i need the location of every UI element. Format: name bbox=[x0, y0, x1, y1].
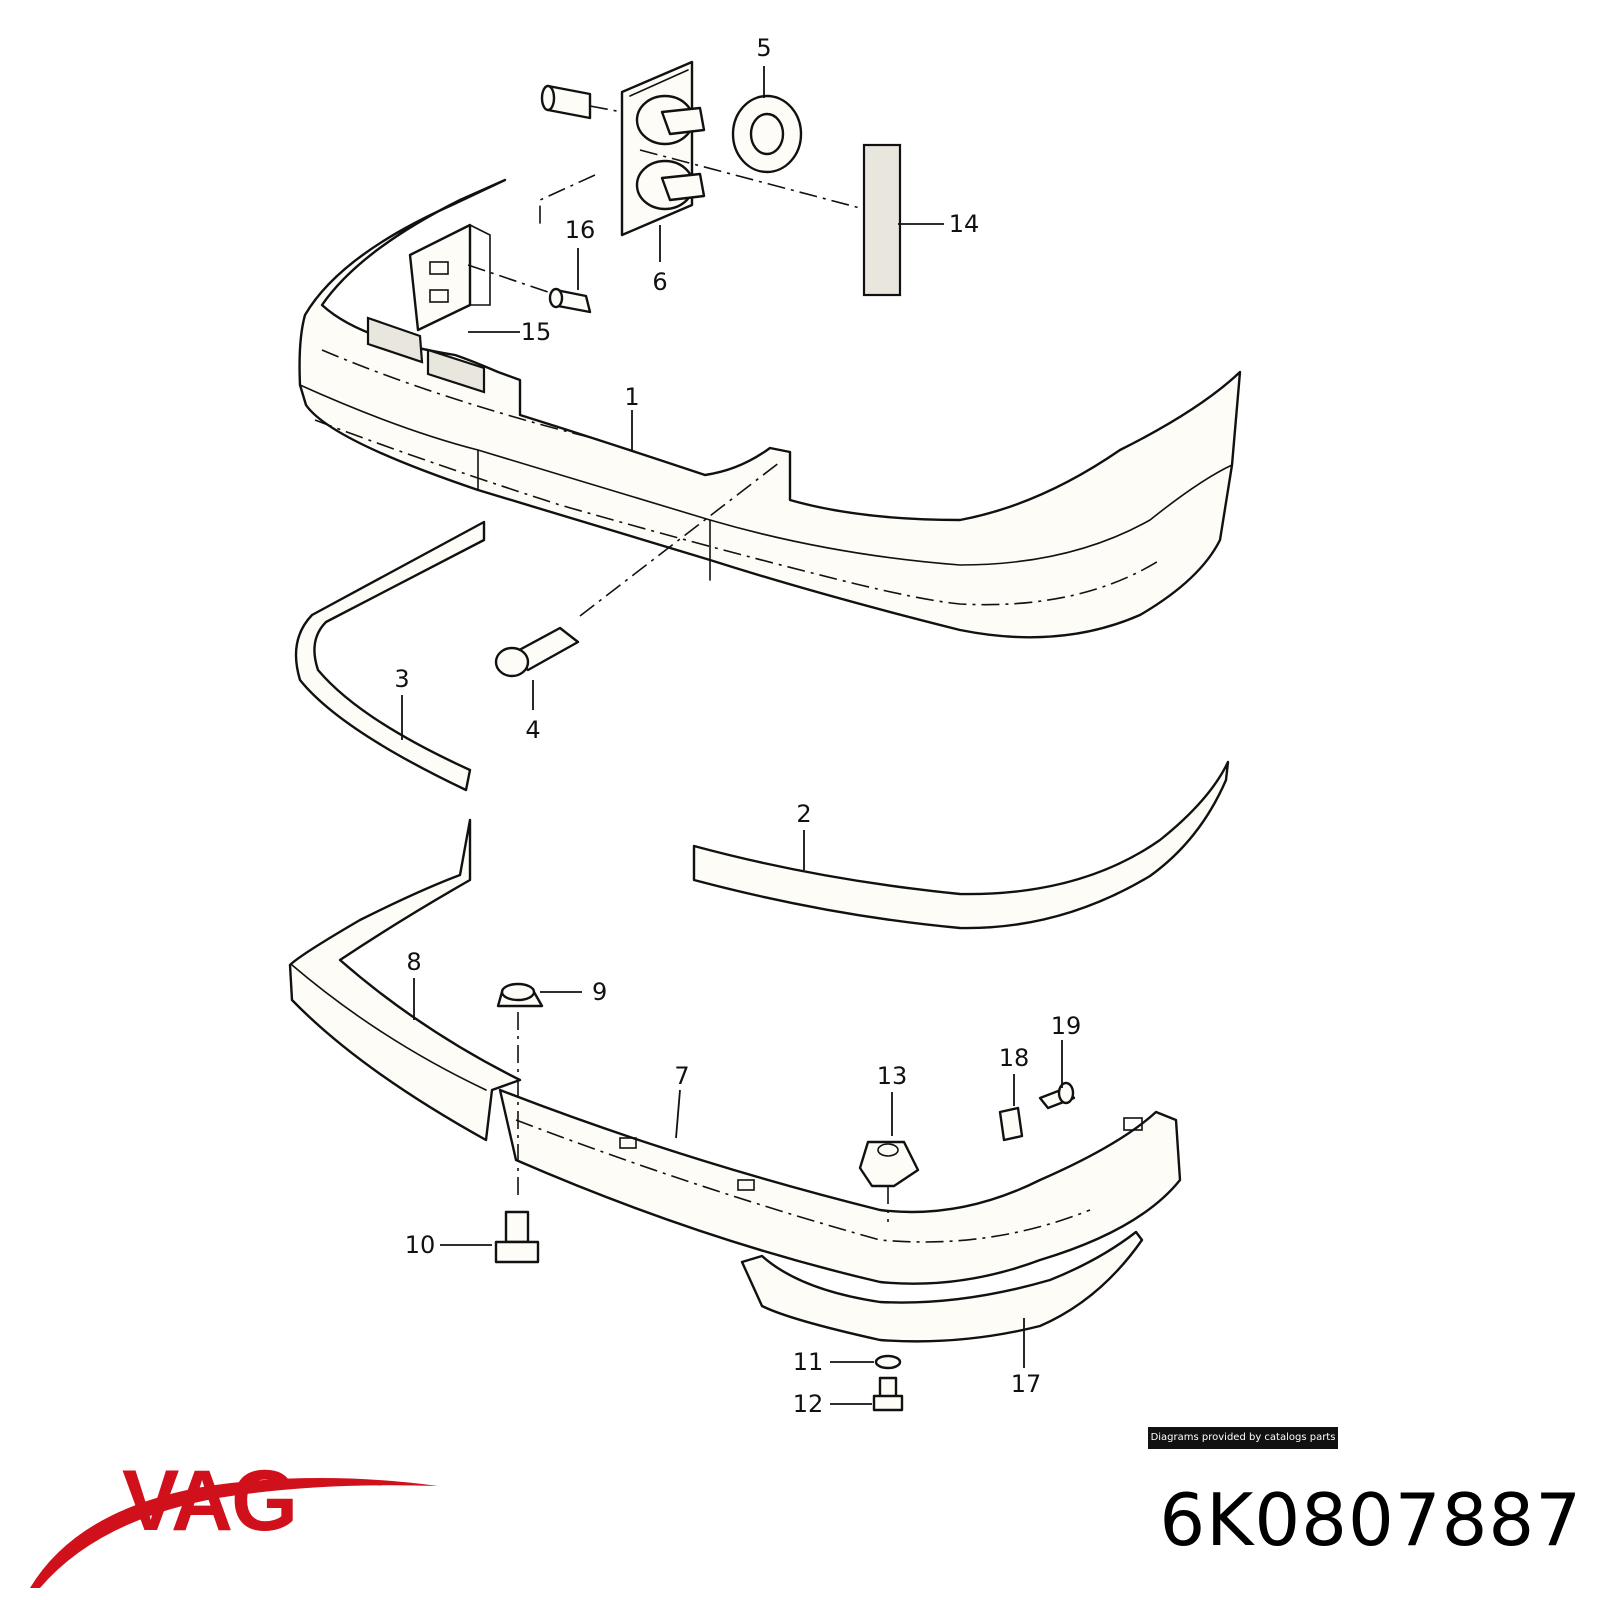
callout-6: 6 bbox=[652, 268, 667, 296]
callout-2: 2 bbox=[796, 800, 811, 828]
callout-15: 15 bbox=[521, 318, 552, 346]
screw-19 bbox=[1038, 1081, 1076, 1110]
vag-logo: VAG bbox=[30, 1453, 438, 1588]
bolt-10 bbox=[494, 1210, 540, 1264]
callout-13: 13 bbox=[877, 1062, 908, 1090]
callout-8: 8 bbox=[406, 948, 421, 976]
nut-9 bbox=[496, 982, 544, 1200]
bolt-4 bbox=[494, 461, 781, 678]
callout-14: 14 bbox=[949, 210, 980, 238]
trim-strip-left bbox=[294, 520, 486, 792]
clip-nut bbox=[858, 1140, 920, 1222]
deflector bbox=[740, 1230, 1144, 1343]
washer bbox=[731, 94, 803, 174]
clip-18 bbox=[998, 1106, 1024, 1142]
bolt-12 bbox=[872, 1376, 904, 1412]
callout-3: 3 bbox=[394, 665, 409, 693]
callout-16: 16 bbox=[565, 216, 596, 244]
callout-7: 7 bbox=[674, 1062, 689, 1090]
washer-11 bbox=[874, 1354, 902, 1370]
foam-pads bbox=[366, 316, 486, 394]
part-number: 6K0807887 bbox=[1159, 1478, 1582, 1562]
callout-11: 11 bbox=[793, 1348, 824, 1376]
logo-text: VAG bbox=[122, 1453, 296, 1549]
spoiler-center bbox=[498, 1088, 1182, 1285]
bumper-cover bbox=[298, 178, 1242, 639]
callout-10: 10 bbox=[405, 1231, 436, 1259]
callout-19: 19 bbox=[1051, 1012, 1082, 1040]
callout-12: 12 bbox=[793, 1390, 824, 1418]
callout-17: 17 bbox=[1011, 1370, 1042, 1398]
foam-strip bbox=[862, 143, 902, 297]
callout-4: 4 bbox=[525, 716, 540, 744]
callout-9: 9 bbox=[592, 978, 607, 1006]
spoiler-left bbox=[288, 818, 522, 1142]
diagram-credit: Diagrams provided by catalogs parts bbox=[1148, 1427, 1338, 1449]
callout-1: 1 bbox=[624, 383, 639, 411]
trim-strip-right bbox=[692, 760, 1230, 930]
callout-18: 18 bbox=[999, 1044, 1030, 1072]
light-holder bbox=[539, 60, 861, 237]
callout-5: 5 bbox=[756, 34, 771, 62]
screw-16 bbox=[467, 264, 592, 314]
